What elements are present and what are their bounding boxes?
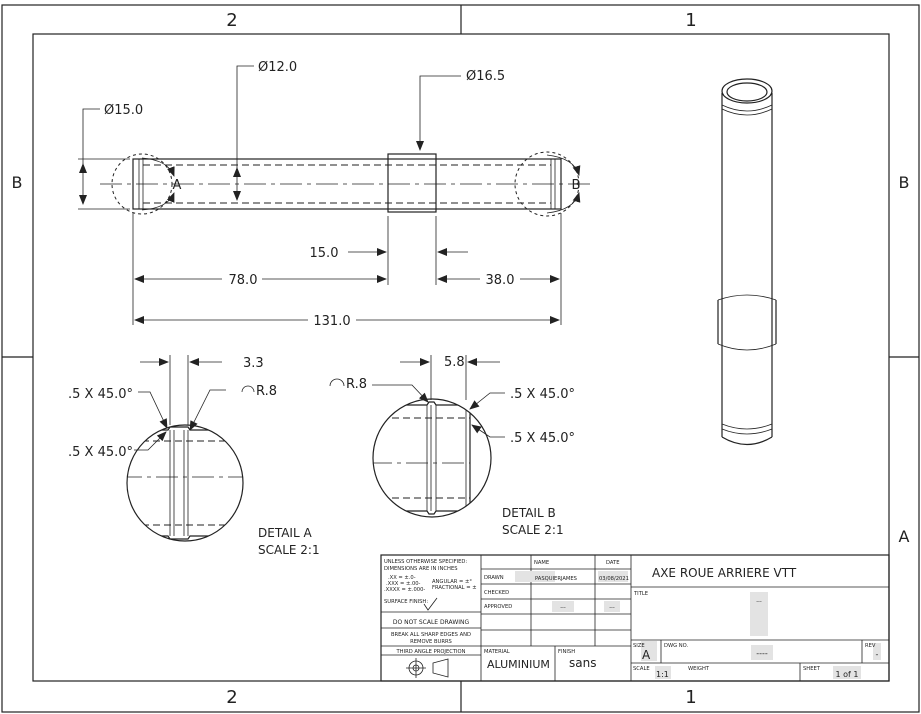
tb-drawn-name: PASQUIERJAMES xyxy=(535,576,577,582)
dim-len-131-text: 131.0 xyxy=(313,314,350,329)
zone-label-right-a: A xyxy=(899,527,910,546)
tb-row-checked: CHECKED xyxy=(484,590,509,596)
tb-title-value: --- xyxy=(756,599,762,605)
detail-a-title: DETAIL A xyxy=(258,526,312,540)
dim-len-78-text: 78.0 xyxy=(229,273,258,288)
detail-a-scale: SCALE 2:1 xyxy=(258,543,320,557)
dim-extension-lines xyxy=(132,213,562,325)
detail-b-callout-arrow xyxy=(546,154,581,176)
dim-dia-16-5-text: Ø16.5 xyxy=(466,69,505,84)
tb-approved-name: --- xyxy=(560,605,566,611)
tb-size-label: SIZE xyxy=(633,643,645,649)
detail-b-scale: SCALE 2:1 xyxy=(502,523,564,537)
detail-b-chamfer-bottom: .5 X 45.0° xyxy=(510,431,575,446)
tb-notes-1: UNLESS OTHERWISE SPECIFIED: xyxy=(384,559,467,565)
tb-rev-label: REV xyxy=(865,643,876,649)
detail-a-radius: R.8 xyxy=(256,384,277,399)
tb-col-name: NAME xyxy=(534,560,549,566)
detail-a-dims xyxy=(134,355,255,451)
dim-len-15-text: 15.0 xyxy=(310,246,339,261)
tb-approved-date: --- xyxy=(609,605,615,611)
tb-size: A xyxy=(642,648,651,662)
zone-label-bottom-right: 1 xyxy=(685,687,696,708)
detail-b-view xyxy=(372,398,492,518)
tb-rev: - xyxy=(876,650,879,659)
tb-tol-2: .XXX = ±.00- xyxy=(386,581,421,587)
detail-b-callout-arrow-2 xyxy=(546,192,581,214)
dim-len-38-text: 38.0 xyxy=(486,273,515,288)
detail-b-radius: R.8 xyxy=(346,377,367,392)
detail-a-callout-label: A xyxy=(173,178,182,193)
tb-title-label: TITLE xyxy=(633,591,648,597)
tb-tol-3: .XXXX = ±.000- xyxy=(384,587,425,593)
tb-notes-2: DIMENSIONS ARE IN INCHES xyxy=(384,566,458,572)
detail-a-dim-3-3: 3.3 xyxy=(243,356,264,371)
front-view-axle xyxy=(100,151,595,217)
tb-projection: THIRD ANGLE PROJECTION xyxy=(395,649,465,655)
detail-a-callout-arrow xyxy=(141,157,175,177)
zone-label-top-right: 1 xyxy=(685,10,696,31)
zone-label-right-b: B xyxy=(899,173,910,192)
tb-break-edges-2: REMOVE BURRS xyxy=(410,639,452,645)
dim-dia-12 xyxy=(233,65,254,201)
tb-tol-1: .XX = ±.0- xyxy=(388,575,416,581)
third-angle-projection-icon xyxy=(406,658,449,678)
isometric-view xyxy=(717,78,777,446)
tb-drawn-date: 03/08/2021 xyxy=(599,576,629,582)
tb-do-not-scale: DO NOT SCALE DRAWING xyxy=(393,619,470,626)
detail-a-view xyxy=(126,424,244,542)
title-block xyxy=(380,554,890,682)
tb-row-approved: APPROVED xyxy=(484,604,512,610)
detail-b-dims xyxy=(329,355,505,438)
zone-label-left-b: B xyxy=(12,173,23,192)
tb-fractional: FRACTIONAL = ± xyxy=(432,585,477,591)
tb-scale: 1:1 xyxy=(656,670,669,679)
detail-b-dim-5-8: 5.8 xyxy=(444,355,465,370)
zone-label-bottom-left: 2 xyxy=(226,687,237,708)
tb-weight-label: WEIGHT xyxy=(688,666,710,672)
tb-part-title: AXE ROUE ARRIERE VTT xyxy=(652,566,797,580)
tb-break-edges-1: BREAK ALL SHARP EDGES AND xyxy=(391,632,471,638)
surface-finish-icon xyxy=(423,597,438,611)
detail-b-chamfer-top: .5 X 45.0° xyxy=(510,387,575,402)
dim-dia-15-text: Ø15.0 xyxy=(104,103,143,118)
tb-finish-label: FINISH xyxy=(558,649,575,655)
dim-dia-15 xyxy=(78,108,130,210)
detail-b-callout-label: B xyxy=(572,178,581,193)
tb-surface-finish: SURFACE FINISH: xyxy=(384,599,428,605)
tb-col-date: DATE xyxy=(606,560,620,566)
detail-b-title: DETAIL B xyxy=(502,506,556,520)
tb-sheet: 1 of 1 xyxy=(836,670,859,679)
detail-a-callout-arrow-2 xyxy=(141,192,175,211)
tb-sheet-label: SHEET xyxy=(803,666,821,672)
tb-scale-label: SCALE xyxy=(633,666,650,672)
tb-angular: ANGULAR = ±° xyxy=(432,579,472,585)
dim-dia-12-text: Ø12.0 xyxy=(258,60,297,75)
detail-a-chamfer-top: .5 X 45.0° xyxy=(68,387,133,402)
zone-label-top-left: 2 xyxy=(226,10,237,31)
tb-material: ALUMINIUM xyxy=(487,658,550,671)
tb-dwg-no: ---- xyxy=(756,649,768,658)
dim-dia-16-5 xyxy=(416,75,461,151)
tb-material-label: MATERIAL xyxy=(484,649,510,655)
tb-finish: sans xyxy=(569,656,596,670)
tb-dwg-no-label: DWG NO. xyxy=(664,643,689,649)
tb-row-drawn: DRAWN xyxy=(484,575,504,581)
detail-a-chamfer-bottom: .5 X 45.0° xyxy=(68,445,133,460)
